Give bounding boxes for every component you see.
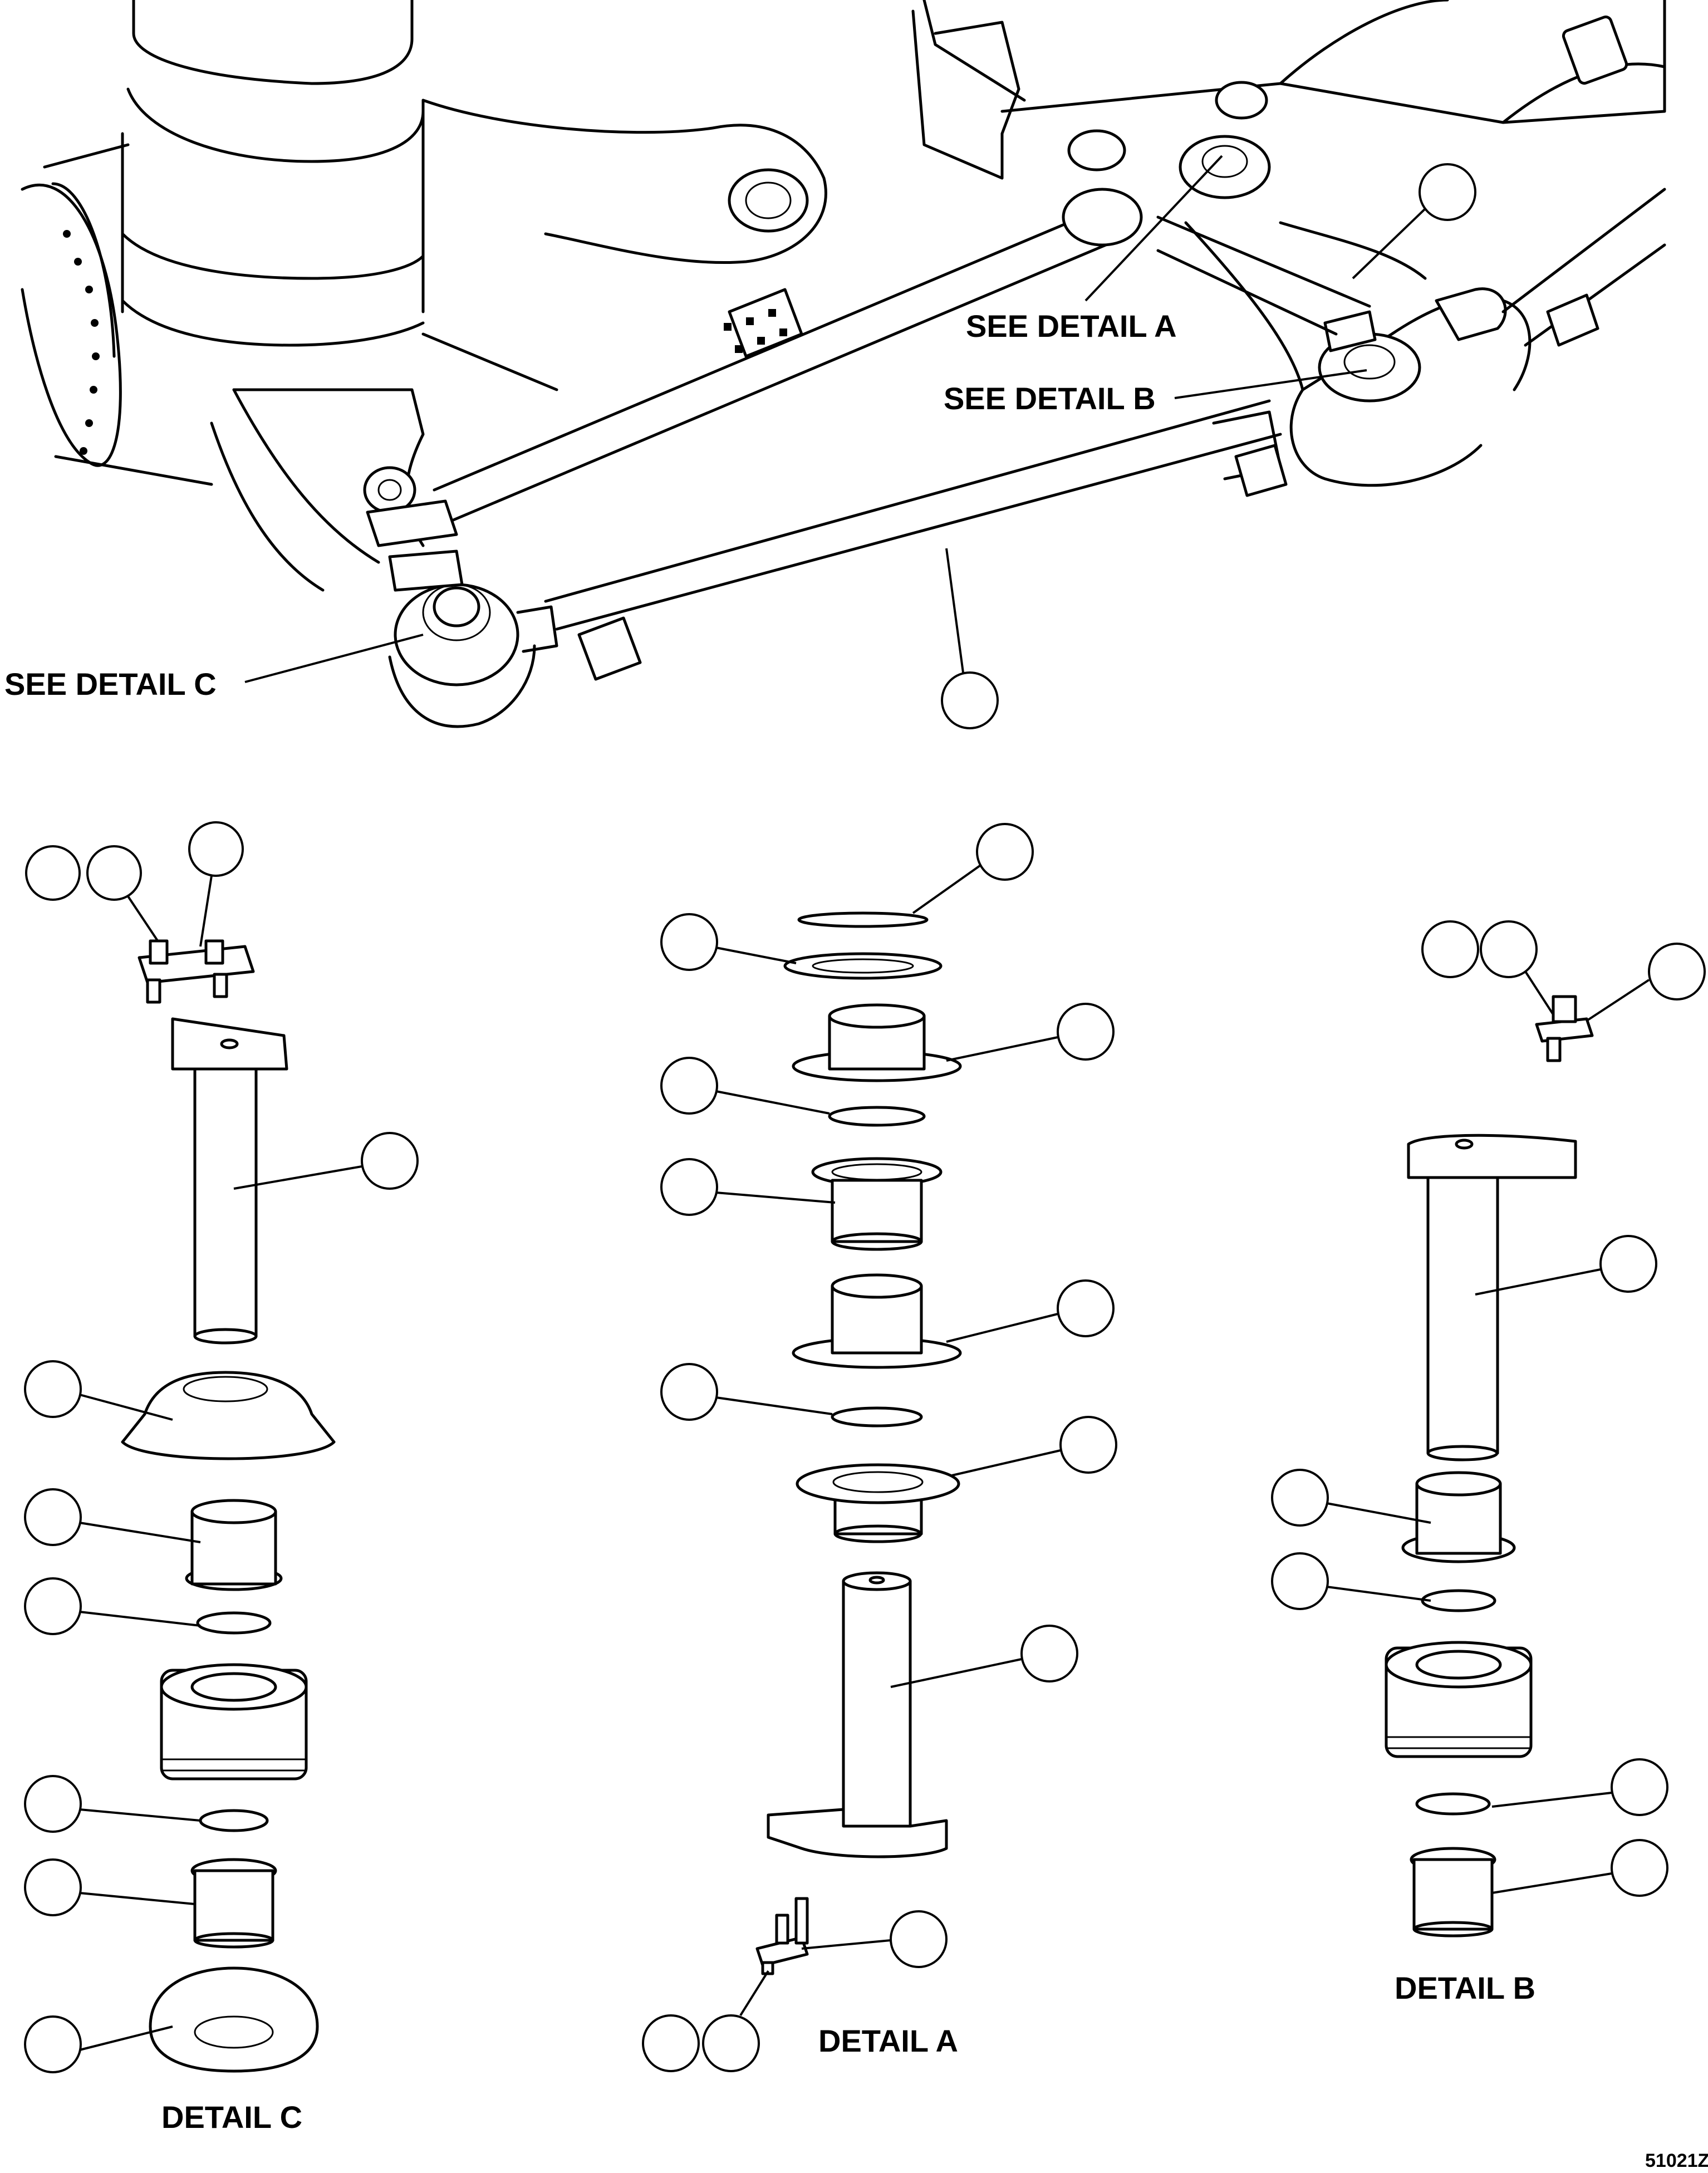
callout-see-detail-b-text: SEE DETAIL B	[944, 381, 1156, 416]
detail-a-label: DETAIL A	[818, 2023, 958, 2058]
item-balloon	[702, 2014, 760, 2072]
item-balloon	[1020, 1625, 1078, 1683]
item-balloon	[188, 821, 244, 877]
item-balloon	[1611, 1758, 1668, 1816]
callout-see-detail-a-text: SEE DETAIL A	[966, 308, 1177, 344]
item-balloon	[24, 1488, 82, 1546]
item-balloon	[976, 823, 1034, 881]
item-balloon	[25, 845, 81, 901]
item-balloon	[660, 1363, 718, 1421]
item-balloon	[1271, 1469, 1329, 1527]
item-balloon	[1059, 1416, 1117, 1474]
item-balloon	[24, 1360, 82, 1418]
item-balloon	[1599, 1235, 1657, 1293]
callout-see-detail-c-text: SEE DETAIL C	[4, 666, 217, 702]
axle-assembly-view	[21, 0, 1666, 728]
callout-see-detail-c: SEE DETAIL C	[4, 634, 424, 702]
item-balloon	[1057, 1003, 1115, 1061]
item-balloon	[1419, 163, 1476, 221]
item-balloon	[1271, 1552, 1329, 1610]
detail-c-label: DETAIL C	[161, 2100, 302, 2135]
item-balloon	[1648, 943, 1706, 1000]
item-balloon	[361, 1132, 419, 1190]
item-balloon	[1057, 1279, 1115, 1337]
detail-b-label: DETAIL B	[1395, 1970, 1535, 2005]
item-balloon	[24, 1775, 82, 1833]
item-balloon	[1480, 920, 1538, 978]
item-balloons-top	[941, 163, 1476, 729]
figure-reference: 51021Z	[1645, 2150, 1708, 2171]
item-balloon	[1421, 920, 1479, 978]
item-balloon	[24, 1577, 82, 1635]
item-balloon	[86, 845, 142, 901]
callout-see-detail-a: SEE DETAIL A	[966, 155, 1223, 344]
item-balloon	[660, 1158, 718, 1216]
item-balloon	[890, 1910, 948, 1968]
item-balloon	[941, 671, 999, 729]
item-balloon	[660, 913, 718, 971]
item-balloon	[24, 2015, 82, 2073]
item-balloon	[660, 1057, 718, 1115]
callout-see-detail-b: SEE DETAIL B	[944, 369, 1367, 416]
item-balloon	[24, 1858, 82, 1916]
detail-b: DETAIL B	[1271, 920, 1706, 2005]
item-balloon	[642, 2014, 700, 2072]
detail-a: DETAIL A	[642, 823, 1117, 2072]
item-balloon	[1611, 1839, 1668, 1897]
detail-c: DETAIL C	[24, 821, 419, 2135]
